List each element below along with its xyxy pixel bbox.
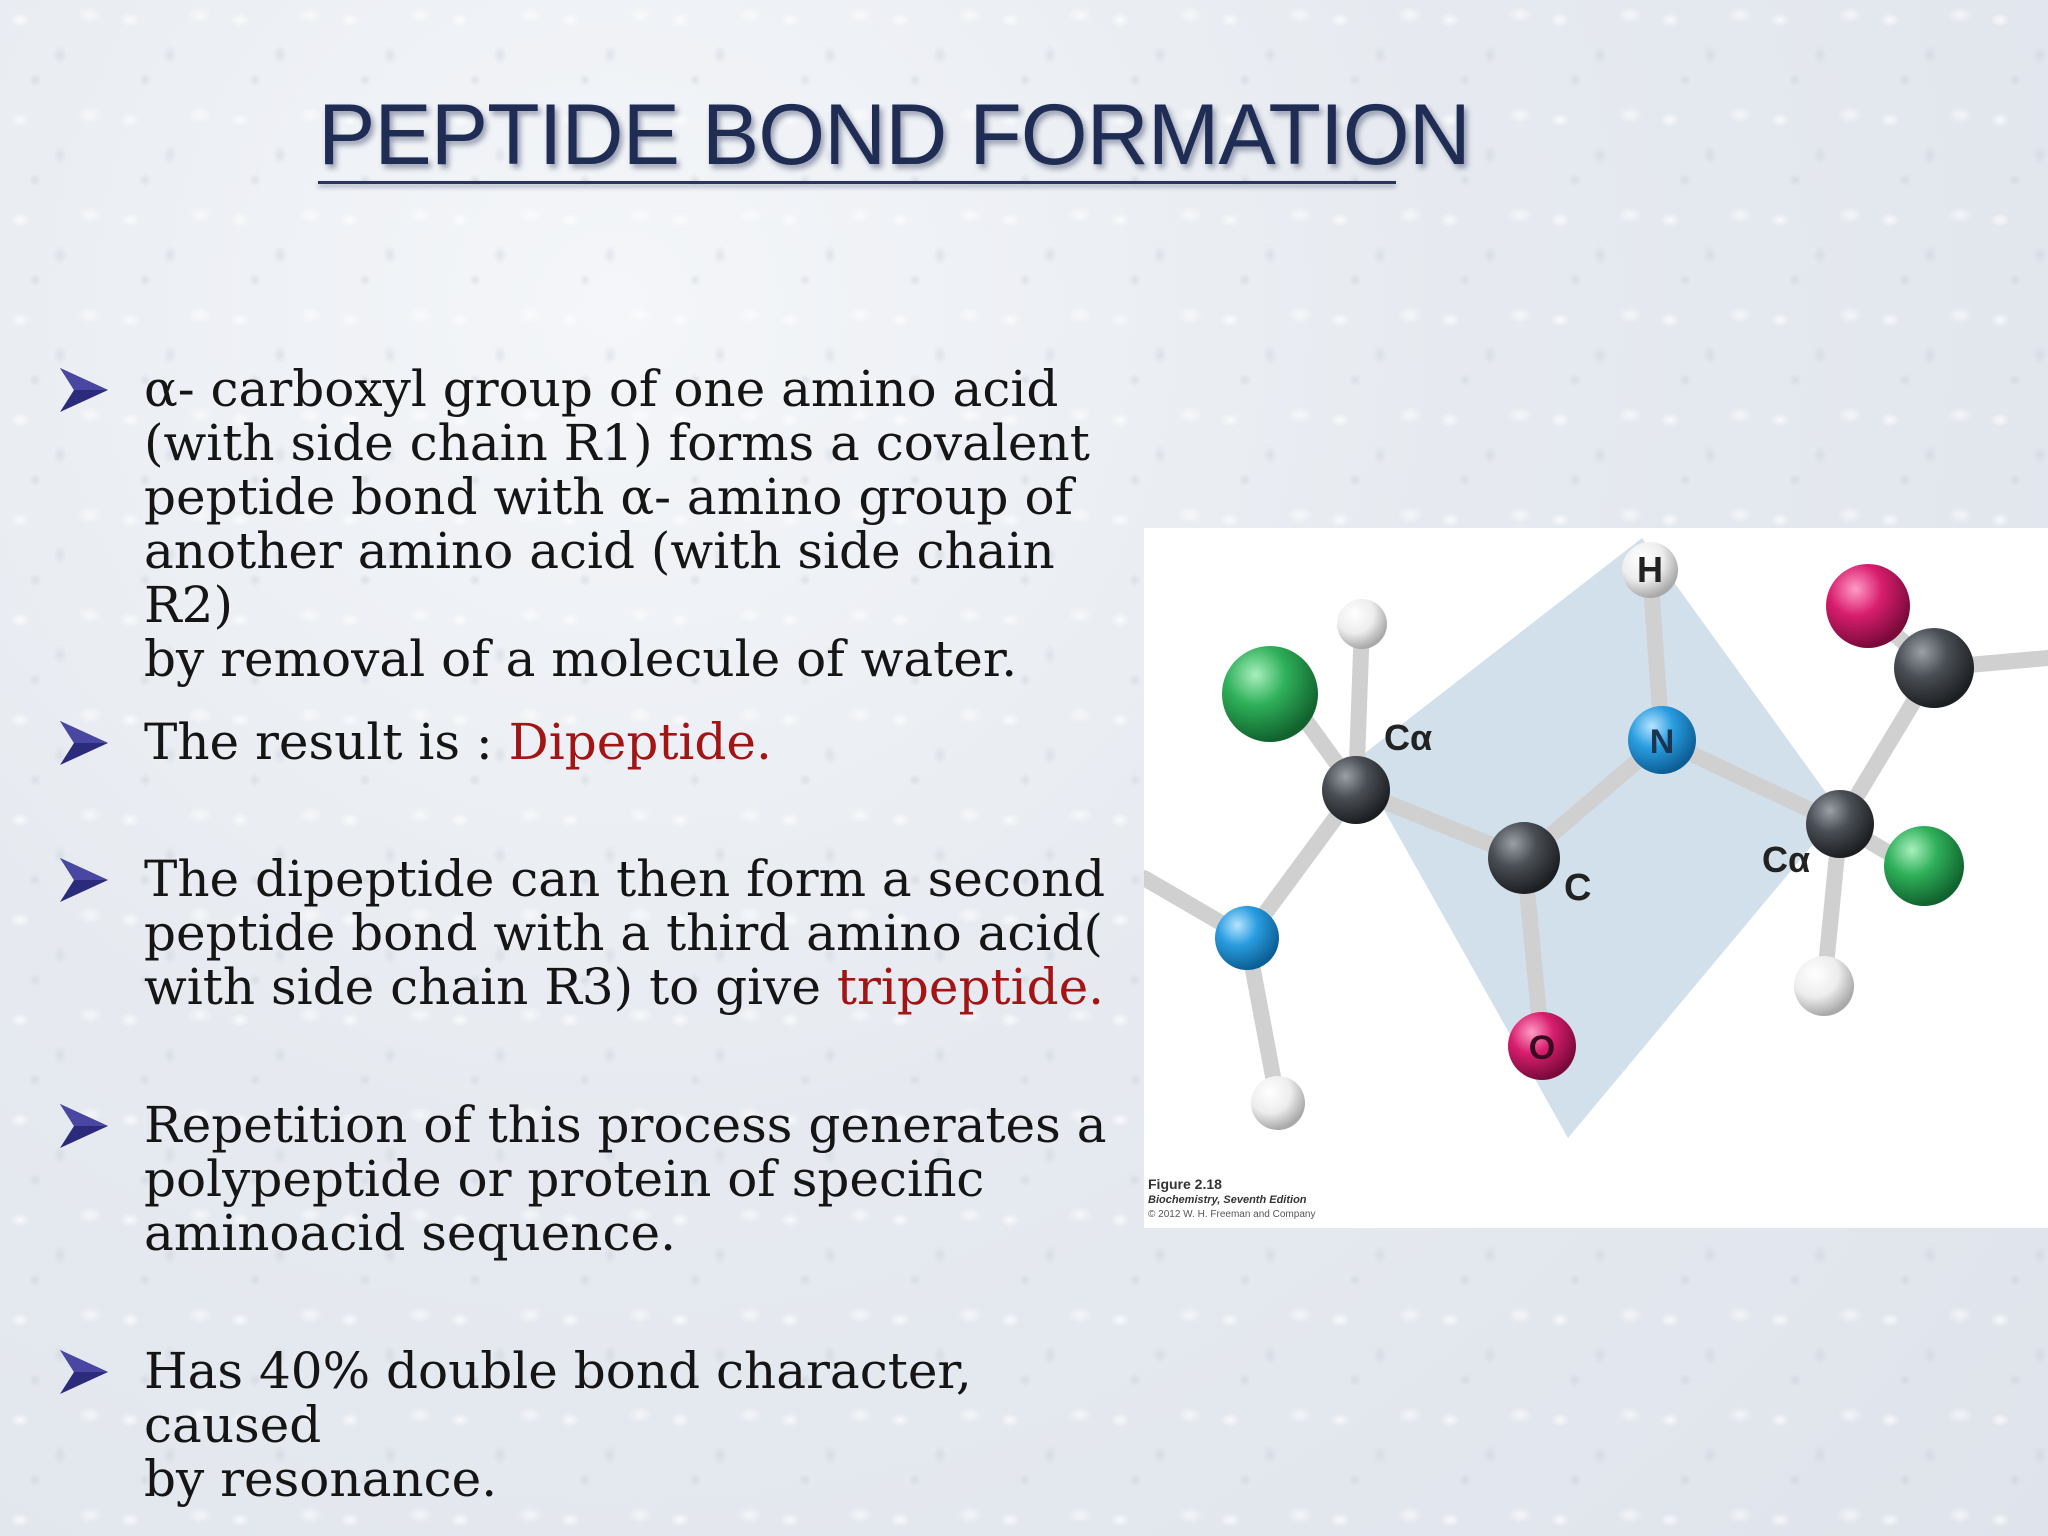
side-chain-r1-atom xyxy=(1222,646,1318,742)
carbonyl-carbon-atom xyxy=(1488,822,1560,894)
label-c: C xyxy=(1564,867,1591,909)
peptide-molecule-diagram: H N Cα C Cα O xyxy=(1144,538,2048,1138)
arrow-bullet-icon xyxy=(60,721,108,765)
caption-figure-number: Figure 2.18 xyxy=(1148,1176,1222,1192)
label-h: H xyxy=(1637,549,1663,590)
highlight-tripeptide: tripeptide. xyxy=(836,958,1105,1016)
hydrogen-atom xyxy=(1337,599,1387,649)
highlight-dipeptide: Dipeptide. xyxy=(508,713,772,771)
alpha-carbon-2-atom xyxy=(1806,790,1874,858)
arrow-bullet-icon xyxy=(60,858,108,902)
bullet-text: Has 40% double bond character, caused by… xyxy=(144,1342,972,1508)
nitrogen-terminal-atom xyxy=(1215,906,1279,970)
bullet-text: The result is : Dipeptide. xyxy=(144,713,772,771)
arrow-bullet-icon xyxy=(60,1104,108,1148)
label-n: N xyxy=(1650,723,1675,761)
alpha-carbon-1-atom xyxy=(1322,756,1390,824)
caption-book: Biochemistry, Seventh Edition xyxy=(1148,1194,1307,1206)
arrow-bullet-icon xyxy=(60,368,108,412)
bullet-text: The dipeptide can then form a second pep… xyxy=(144,850,1106,1016)
hydrogen-atom xyxy=(1251,1076,1305,1130)
amide-hydrogen-atom xyxy=(1622,542,1678,598)
next-oxygen-atom xyxy=(1826,564,1910,648)
hydrogen-atom xyxy=(1794,956,1854,1016)
oxygen-atom xyxy=(1508,1012,1576,1080)
figure-caption: Figure 2.18 Biochemistry, Seventh Editio… xyxy=(1148,1176,1315,1222)
bullet-text: α- carboxyl group of one amino acid (wit… xyxy=(144,360,1090,688)
slide-title: PEPTIDE BOND FORMATION xyxy=(318,87,1471,183)
side-chain-r2-atom xyxy=(1884,826,1964,906)
label-c-alpha-2: Cα xyxy=(1762,839,1810,880)
arrow-bullet-icon xyxy=(60,1350,108,1394)
caption-copyright: © 2012 W. H. Freeman and Company xyxy=(1148,1209,1316,1220)
peptide-bond-figure: H N Cα C Cα O Figure 2.18 Biochemistry, … xyxy=(1144,528,2048,1228)
title-underline xyxy=(318,181,1396,184)
bullet-text: Repetition of this process generates a p… xyxy=(144,1096,1107,1262)
next-carbon-atom xyxy=(1894,628,1974,708)
label-o: O xyxy=(1529,1029,1555,1067)
label-c-alpha-1: Cα xyxy=(1384,717,1432,758)
amide-nitrogen-atom xyxy=(1628,706,1696,774)
amide-plane xyxy=(1356,538,1840,1138)
